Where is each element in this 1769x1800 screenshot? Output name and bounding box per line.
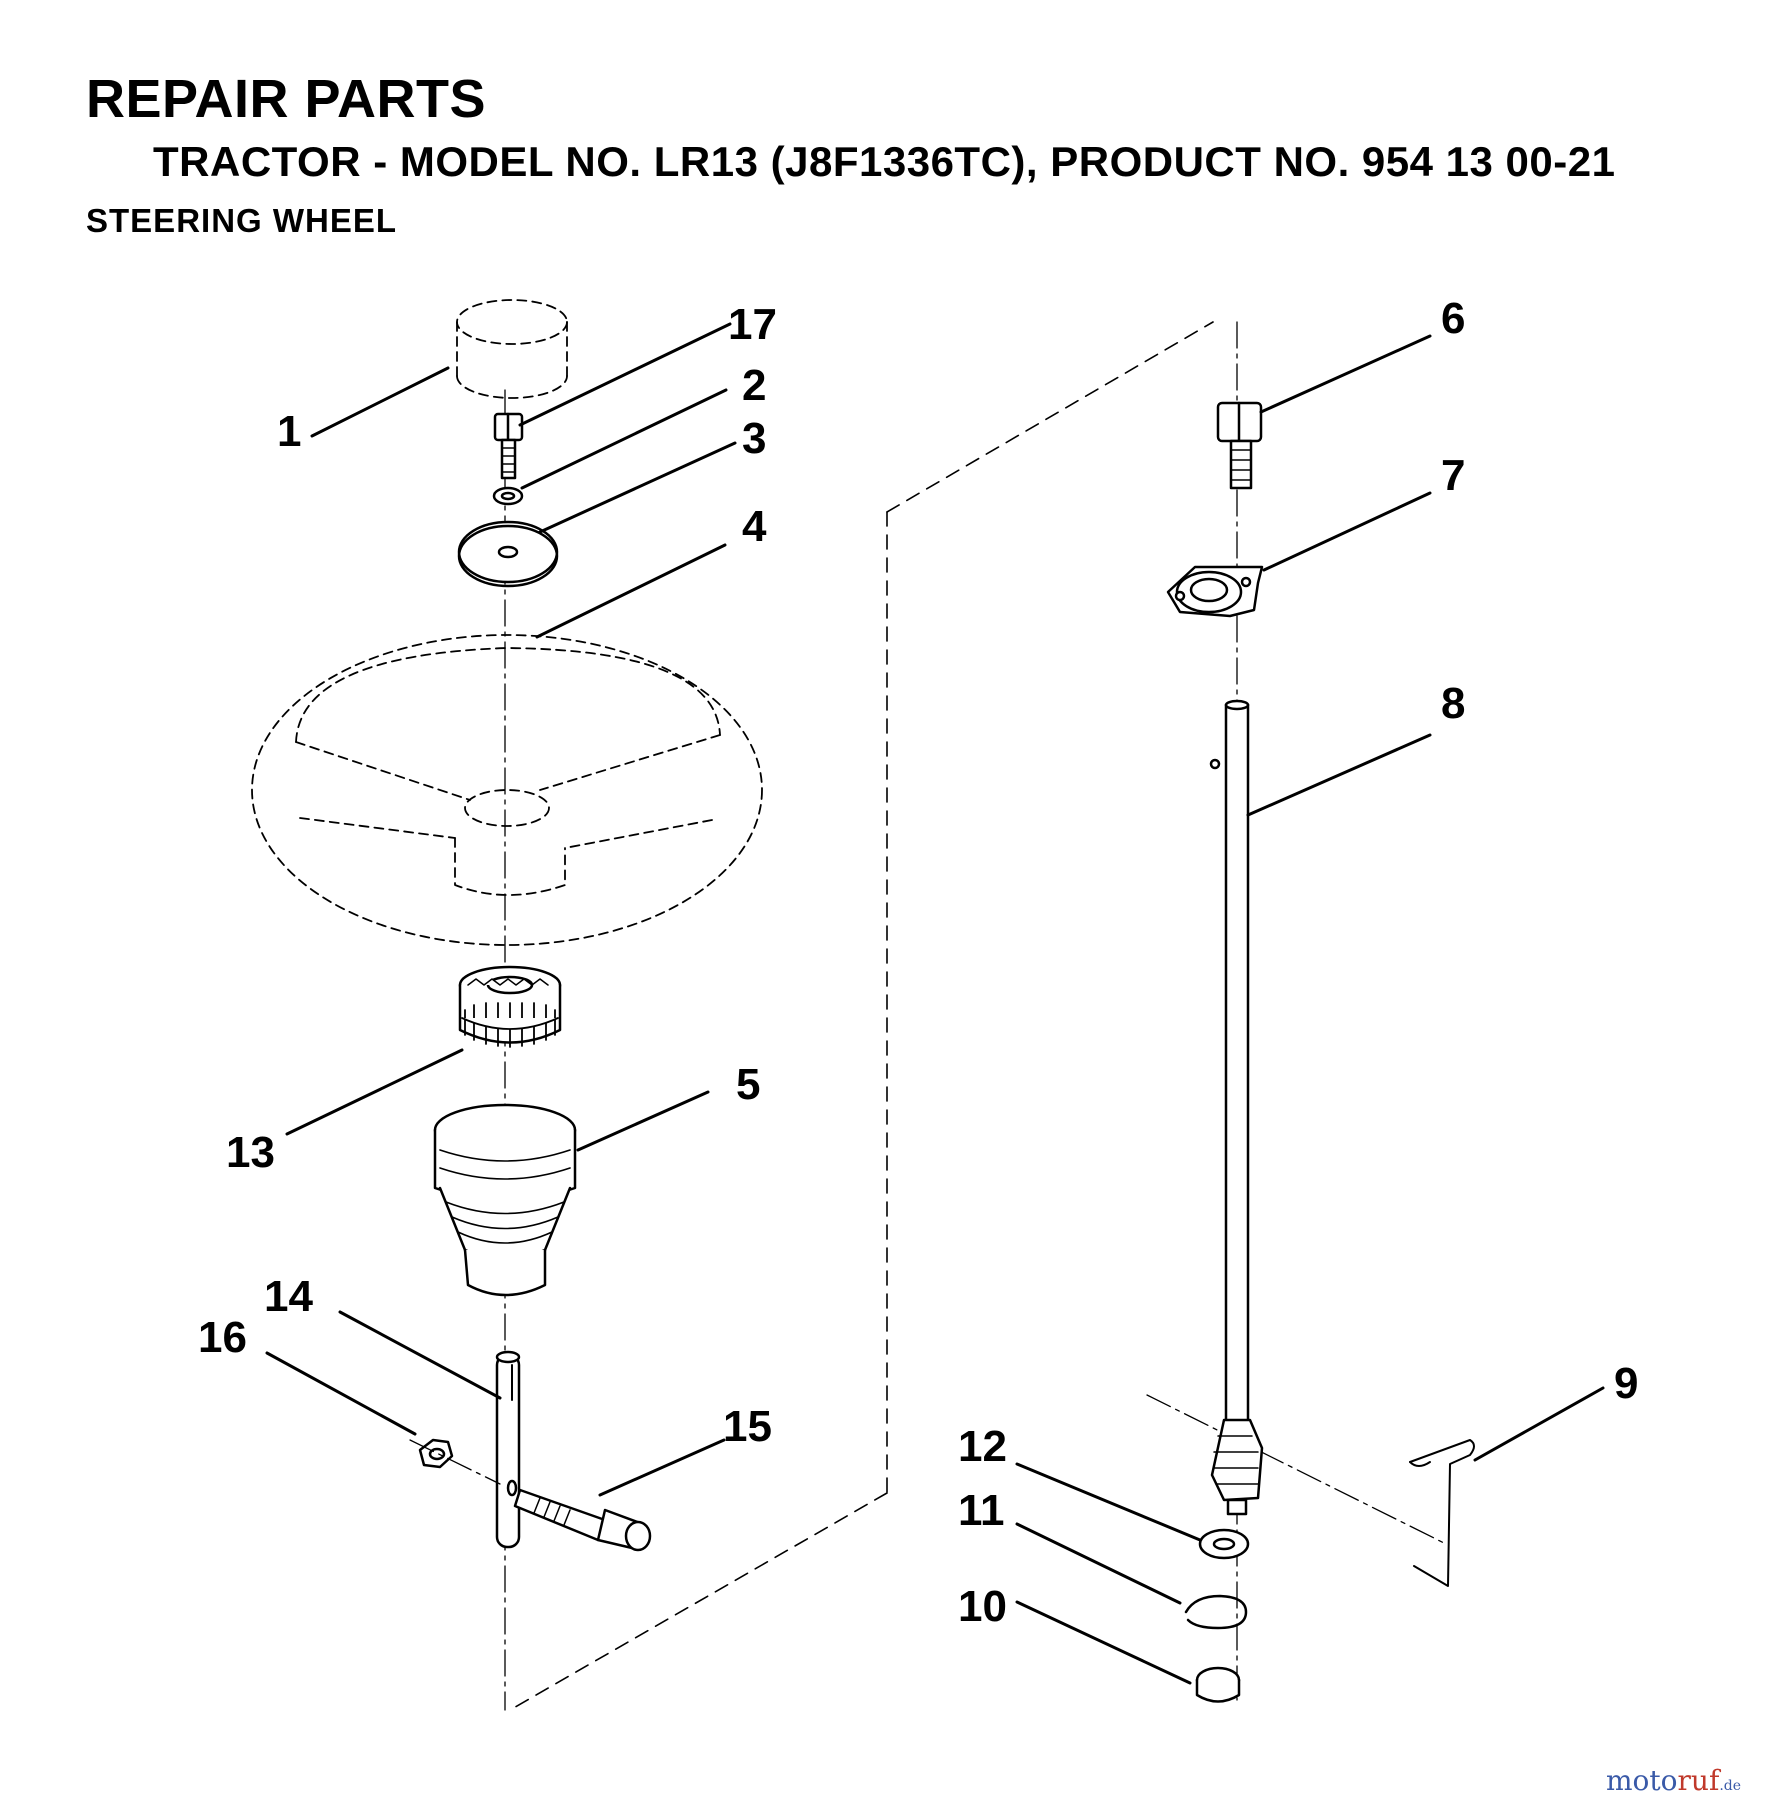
callout-4: 4 bbox=[742, 502, 767, 551]
page-title: REPAIR PARTS bbox=[86, 69, 487, 129]
part-15-bolt bbox=[513, 1488, 652, 1552]
callout-3: 3 bbox=[742, 414, 767, 463]
part-4-steering-wheel bbox=[251, 634, 763, 946]
callout-2: 2 bbox=[742, 361, 767, 410]
part-7-flange-bearing bbox=[1166, 565, 1264, 618]
watermark: motoruf.de bbox=[1606, 1764, 1742, 1797]
part-16-nut bbox=[418, 1438, 454, 1469]
callout-17: 17 bbox=[728, 300, 777, 349]
part-11-retaining-ring bbox=[1184, 1594, 1248, 1630]
part-2-lockwasher bbox=[492, 486, 524, 506]
part-9-spring-clip bbox=[1409, 1439, 1475, 1587]
callout-13: 13 bbox=[226, 1128, 275, 1177]
leader-lines bbox=[265, 322, 1605, 1685]
callout-6: 6 bbox=[1441, 294, 1466, 343]
model-subtitle: TRACTOR - MODEL NO. LR13 (J8F1336TC), PR… bbox=[153, 138, 1616, 185]
part-12-washer bbox=[1198, 1528, 1250, 1560]
callout-8: 8 bbox=[1441, 679, 1466, 728]
part-8-steering-shaft bbox=[1209, 699, 1264, 1516]
callout-15: 15 bbox=[723, 1402, 772, 1451]
section-title: STEERING WHEEL bbox=[86, 202, 398, 239]
assembly-frame bbox=[509, 321, 1214, 1711]
part-6-bolt bbox=[1216, 401, 1263, 490]
callout-15-16: 16 bbox=[198, 1313, 247, 1362]
part-10-bushing bbox=[1195, 1666, 1241, 1703]
part-14-shaft bbox=[495, 1350, 521, 1549]
callout-10: 10 bbox=[958, 1582, 1007, 1631]
part-1-cap bbox=[456, 299, 568, 399]
part-17-bolt bbox=[493, 412, 524, 480]
callout-5: 5 bbox=[736, 1060, 761, 1109]
part-5-boot bbox=[433, 1103, 577, 1297]
callout-9: 9 bbox=[1614, 1359, 1639, 1408]
callout-7: 7 bbox=[1441, 451, 1466, 500]
callout-14: 14 bbox=[264, 1272, 313, 1321]
part-3-flat-washer bbox=[457, 520, 559, 588]
callout-11: 11 bbox=[958, 1486, 1005, 1535]
part-13-adapter bbox=[458, 965, 562, 1048]
callout-12: 12 bbox=[958, 1422, 1007, 1471]
callout-1: 1 bbox=[277, 407, 302, 456]
